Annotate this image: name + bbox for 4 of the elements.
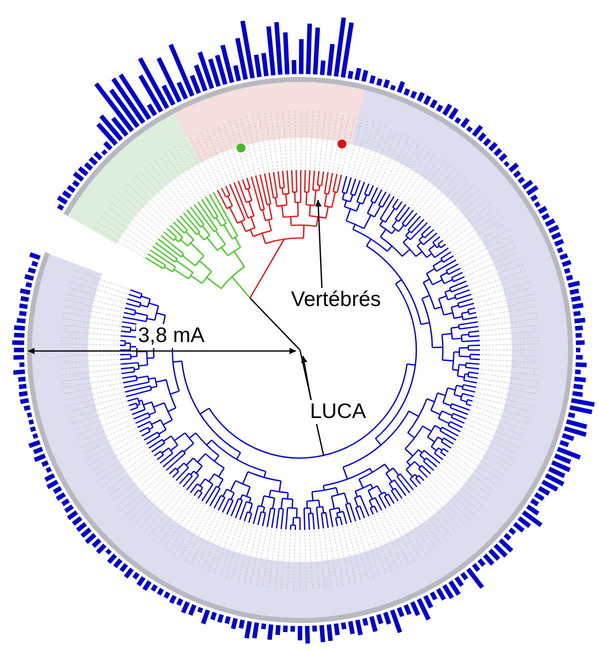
clade-label: LUCA (308, 400, 368, 424)
arrow (315, 200, 323, 288)
arrow (300, 356, 312, 400)
scale-label: 3,8 mA (136, 324, 207, 348)
